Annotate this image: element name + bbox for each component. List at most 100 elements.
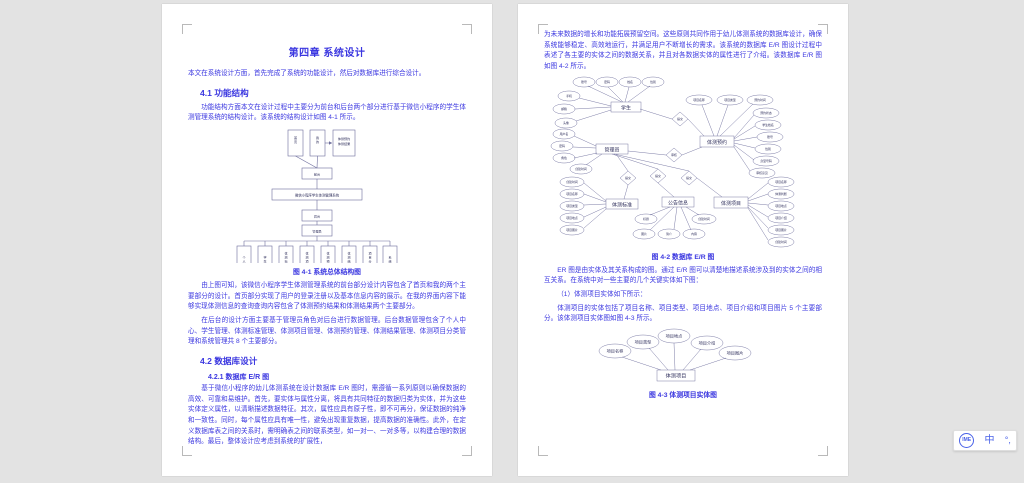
right-page-content: 为未来数据的增长和功能拓展预留空间。这些原则共同作用于幼儿体测系统的数据库设计，…: [544, 30, 822, 452]
svg-text:邮箱: 邮箱: [561, 106, 567, 111]
figure-4-3-entity-diagram: 体测项目 项目名称 项目类型 项目地点 项目介绍 项目图片: [544, 328, 822, 386]
svg-text:管理员: 管理员: [312, 229, 321, 234]
paragraph-mid-3: 体测项目的实体包括了项目名称、项目类型、项目地点、项目介绍和项目图片 5 个主要…: [544, 304, 822, 323]
svg-text:体: 体: [305, 251, 308, 256]
svg-text:类: 类: [368, 262, 371, 263]
svg-text:提交: 提交: [655, 173, 661, 178]
svg-text:页: 页: [294, 140, 297, 144]
svg-text:中: 中: [242, 262, 245, 263]
svg-text:项目名称: 项目名称: [775, 179, 787, 184]
structure-diagram-leaf-labels: 个人中心学生管理体测标准管理体测项目管理体测预约管理体测结果管理项目分类管理系统…: [242, 251, 391, 264]
svg-text:约: 约: [326, 262, 329, 263]
svg-text:项: 项: [305, 259, 308, 263]
svg-text:提交: 提交: [677, 116, 683, 121]
ime-punctuation-toggle[interactable]: °,: [1004, 435, 1011, 445]
svg-text:提交: 提交: [686, 175, 692, 180]
figure-4-1-caption: 图 4-1 系统总体结构图: [293, 269, 361, 277]
document-page-right[interactable]: 为未来数据的增长和功能拓展预留空间。这些原则共同作用于幼儿体测系统的数据库设计，…: [518, 4, 848, 476]
svg-text:项: 项: [368, 252, 371, 256]
svg-text:项目图片: 项目图片: [727, 350, 744, 357]
margin-mark-top-right: [462, 24, 472, 34]
figure-4-1-structure-diagram: 首页 我的 体测预约 体测结果 前台 微信小程序学生体测管理系统 后台 管理员 …: [188, 128, 466, 264]
svg-text:管: 管: [263, 262, 266, 263]
svg-text:体测结果: 体测结果: [338, 141, 350, 146]
svg-text:测: 测: [284, 254, 287, 259]
figure-4-2-caption: 图 4-2 数据库 E/R 图: [651, 253, 715, 261]
svg-text:公告信息: 公告信息: [668, 199, 688, 206]
svg-text:系: 系: [388, 254, 391, 259]
ime-toolbar[interactable]: IME 中 °,: [953, 430, 1017, 451]
svg-text:人: 人: [242, 259, 245, 263]
paragraph-41-1: 功能结构方面本文在设计过程中主要分为前台和后台两个部分进行基于微信小程序的学生体…: [188, 103, 466, 122]
svg-text:学生姓名: 学生姓名: [762, 122, 774, 127]
svg-text:学生: 学生: [621, 104, 631, 111]
svg-text:头像: 头像: [563, 120, 569, 125]
svg-text:项目介绍: 项目介绍: [775, 215, 787, 220]
svg-text:项目地点: 项目地点: [666, 333, 683, 340]
svg-text:管: 管: [388, 262, 391, 263]
svg-text:微信小程序学生体测管理系统: 微信小程序学生体测管理系统: [295, 193, 340, 198]
svg-text:创建时间: 创建时间: [566, 179, 578, 184]
svg-text:目: 目: [368, 255, 371, 259]
svg-text:个: 个: [242, 255, 245, 259]
svg-text:项目名称: 项目名称: [566, 191, 578, 196]
svg-text:标: 标: [284, 258, 287, 263]
svg-text:体: 体: [347, 251, 350, 256]
svg-text:用户名: 用户名: [560, 131, 569, 136]
svg-text:后台: 后台: [314, 214, 320, 219]
document-page-left[interactable]: 第四章 系统设计 本文在系统设计方面，首先完成了系统的功能设计，然后对数据库进行…: [162, 4, 492, 476]
svg-text:我: 我: [316, 135, 319, 140]
svg-text:项目类型: 项目类型: [724, 97, 736, 102]
svg-text:密码: 密码: [559, 143, 565, 148]
svg-text:创建时间: 创建时间: [775, 239, 787, 244]
ime-logo-icon[interactable]: IME: [959, 433, 975, 448]
margin-mark-top-left: [182, 24, 192, 34]
svg-text:姓名: 姓名: [627, 79, 633, 84]
subsection-heading-421: 4.2.1 数据库 E/R 图: [208, 374, 270, 382]
svg-text:体测判断: 体测判断: [775, 191, 787, 196]
margin-mark-top-right: [818, 24, 828, 34]
svg-text:角色: 角色: [561, 155, 567, 160]
svg-text:项目介绍: 项目介绍: [699, 340, 716, 347]
svg-text:创建时间: 创建时间: [575, 166, 587, 171]
svg-text:性别: 性别: [765, 146, 771, 151]
svg-text:管理员: 管理员: [604, 146, 619, 153]
left-page-content: 第四章 系统设计 本文在系统设计方面，首先完成了系统的功能设计，然后对数据库进行…: [188, 30, 466, 452]
paragraph-top: 为未来数据的增长和功能拓展预留空间。这些原则共同作用于幼儿体测系统的数据库设计，…: [544, 31, 822, 71]
ime-chinese-mode-toggle[interactable]: 中: [984, 434, 995, 446]
svg-text:体测预约: 体测预约: [338, 136, 350, 141]
svg-text:体测项目: 体测项目: [666, 372, 687, 380]
svg-text:手机: 手机: [566, 93, 572, 98]
paragraph-41-2: 由上图可知，该微信小程序学生体测管理系统的前台部分设计内容包含了首页和我的两个主…: [188, 282, 466, 311]
svg-text:项目类型: 项目类型: [566, 203, 578, 208]
svg-text:测: 测: [347, 254, 350, 259]
svg-text:审核: 审核: [671, 152, 677, 157]
svg-text:体测标准: 体测标准: [612, 201, 632, 208]
margin-mark-bottom-right: [818, 446, 828, 456]
margin-mark-top-left: [538, 24, 548, 34]
svg-text:体测项目: 体测项目: [721, 200, 741, 207]
svg-text:项目类型: 项目类型: [635, 339, 652, 346]
section-heading-41: 4.1 功能结构: [200, 87, 249, 98]
paragraph-41-3: 在后台的设计方面主要基于管理员角色对后台进行数据管理。后台数据管理包含了个人中心…: [188, 317, 466, 346]
svg-text:的: 的: [316, 139, 319, 144]
figure-4-3-caption: 图 4-3 体测项目实体图: [649, 392, 717, 400]
paragraph-mid-2: （1）体测项目实体如下所示：: [557, 291, 647, 299]
svg-text:审核意见: 审核意见: [756, 170, 768, 175]
svg-text:分: 分: [368, 258, 371, 263]
svg-text:学: 学: [263, 254, 266, 259]
structure-diagram-svg: 首页 我的 体测预约 体测结果 前台 微信小程序学生体测管理系统 后台 管理员 …: [236, 129, 398, 264]
svg-text:体: 体: [326, 251, 329, 256]
margin-mark-bottom-right: [462, 446, 472, 456]
chapter-title: 第四章 系统设计: [288, 48, 366, 59]
figure-4-2-er-diagram: 学生 管理员 体测标准 公告信息 体测预约 体测项目 账号密码 姓名性别 手机邮…: [544, 76, 822, 248]
svg-text:前台: 前台: [314, 172, 320, 177]
svg-text:项目地点: 项目地点: [566, 215, 578, 220]
section-heading-42: 4.2 数据库设计: [200, 356, 258, 367]
margin-mark-bottom-left: [538, 446, 548, 456]
svg-text:性别: 性别: [650, 79, 656, 84]
svg-text:首: 首: [294, 135, 297, 140]
svg-text:身型号码: 身型号码: [760, 158, 772, 163]
svg-text:项目名称: 项目名称: [607, 348, 624, 355]
